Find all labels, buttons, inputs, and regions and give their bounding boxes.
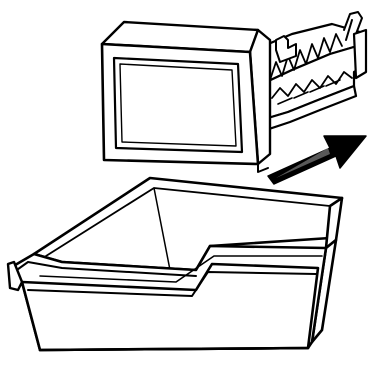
ice-storage-bin — [8, 178, 342, 350]
insertion-arrow — [268, 136, 366, 184]
ice-maker-housing — [102, 22, 270, 172]
ice-maker-module — [102, 12, 366, 172]
